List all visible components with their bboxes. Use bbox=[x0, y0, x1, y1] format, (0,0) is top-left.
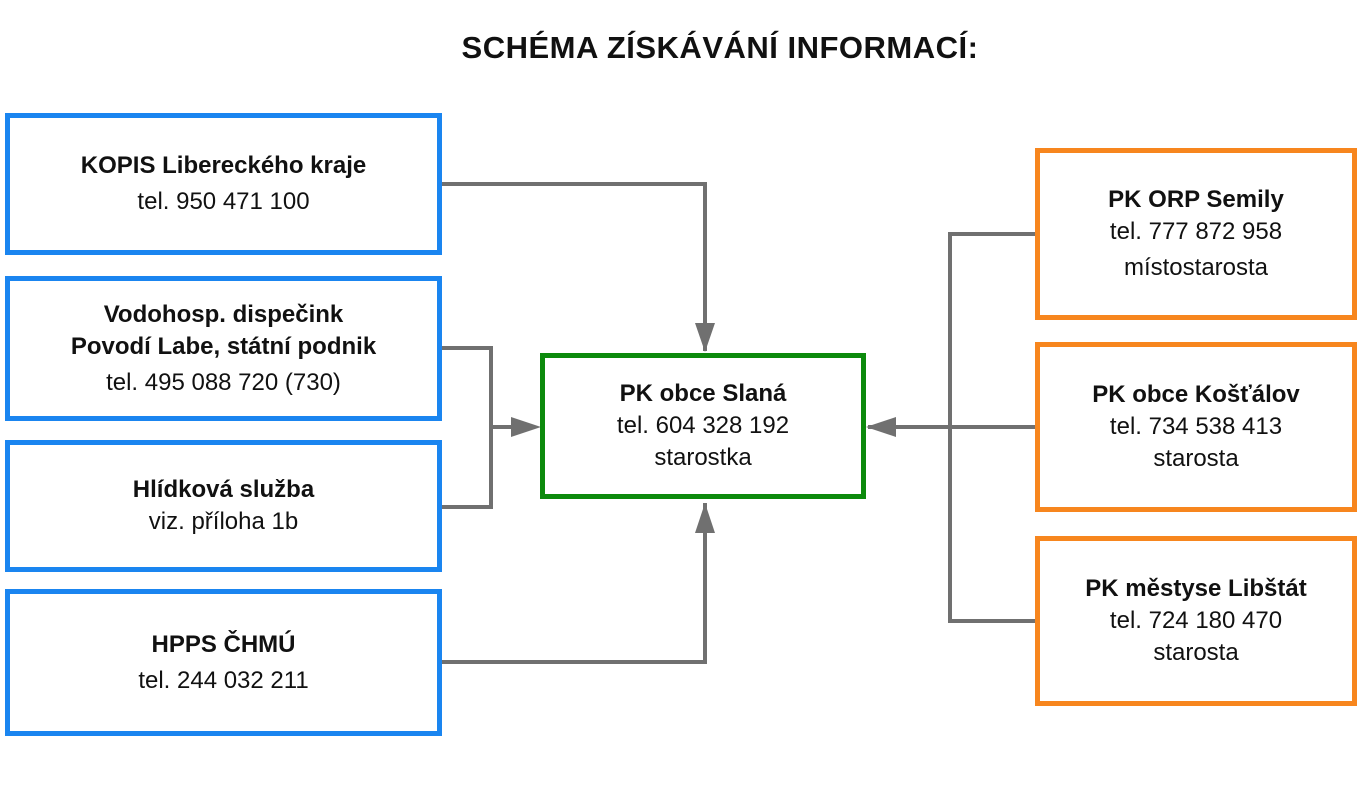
partner-phone: tel. 734 538 413 bbox=[1109, 413, 1283, 440]
source-phone: tel. 950 471 100 bbox=[137, 188, 310, 215]
partner-role: starosta bbox=[1153, 639, 1239, 666]
source-box-vodohosp: Vodohosp. dispečink Povodí Labe, státní … bbox=[5, 276, 442, 421]
connector-kopis-to-center bbox=[440, 182, 707, 351]
partner-box-kostalov: PK obce Košťálov tel. 734 538 413 staros… bbox=[1035, 342, 1357, 512]
partner-box-orp-semily: PK ORP Semily tel. 777 872 958 místostar… bbox=[1035, 148, 1357, 320]
partner-name: PK městyse Libštát bbox=[1085, 575, 1307, 602]
source-name: Vodohosp. dispečink bbox=[103, 300, 344, 328]
partner-role: starosta bbox=[1153, 445, 1239, 472]
partner-name: PK ORP Semily bbox=[1108, 186, 1284, 213]
partner-phone: tel. 777 872 958 bbox=[1109, 218, 1283, 245]
center-name: PK obce Slaná bbox=[619, 380, 787, 407]
arrowhead-left-to-center bbox=[511, 417, 541, 437]
center-box-slana: PK obce Slaná tel. 604 328 192 starostka bbox=[540, 353, 866, 499]
source-note: viz. příloha 1b bbox=[148, 508, 299, 535]
source-box-hlidkova: Hlídková služba viz. příloha 1b bbox=[5, 440, 442, 572]
source-name: HPPS ČHMÚ bbox=[151, 630, 296, 658]
source-phone: tel. 495 088 720 (730) bbox=[106, 368, 341, 396]
arrowhead-right-to-center bbox=[866, 417, 896, 437]
source-name: Hlídková služba bbox=[132, 476, 315, 503]
source-box-hpps: HPPS ČHMÚ tel. 244 032 211 bbox=[5, 589, 442, 736]
partner-role: místostarosta bbox=[1123, 254, 1269, 281]
center-role: starostka bbox=[654, 444, 752, 471]
source-name: KOPIS Libereckého kraje bbox=[80, 152, 367, 179]
diagram-title: SCHÉMA ZÍSKÁVÁNÍ INFORMACÍ: bbox=[461, 30, 979, 65]
partner-box-libstat: PK městyse Libštát tel. 724 180 470 star… bbox=[1035, 536, 1357, 706]
connector-hpps-to-center bbox=[440, 503, 707, 664]
arrowhead-top-to-center bbox=[695, 323, 715, 352]
connector-vodohosp-merge bbox=[440, 346, 493, 509]
partner-name: PK obce Košťálov bbox=[1092, 381, 1300, 408]
source-name-line2: Povodí Labe, státní podnik bbox=[70, 332, 377, 360]
arrowhead-bottom-to-center bbox=[695, 503, 715, 533]
partner-phone: tel. 724 180 470 bbox=[1109, 607, 1283, 634]
source-phone: tel. 244 032 211 bbox=[138, 666, 309, 694]
source-box-kopis: KOPIS Libereckého kraje tel. 950 471 100 bbox=[5, 113, 442, 255]
center-phone: tel. 604 328 192 bbox=[616, 412, 790, 439]
